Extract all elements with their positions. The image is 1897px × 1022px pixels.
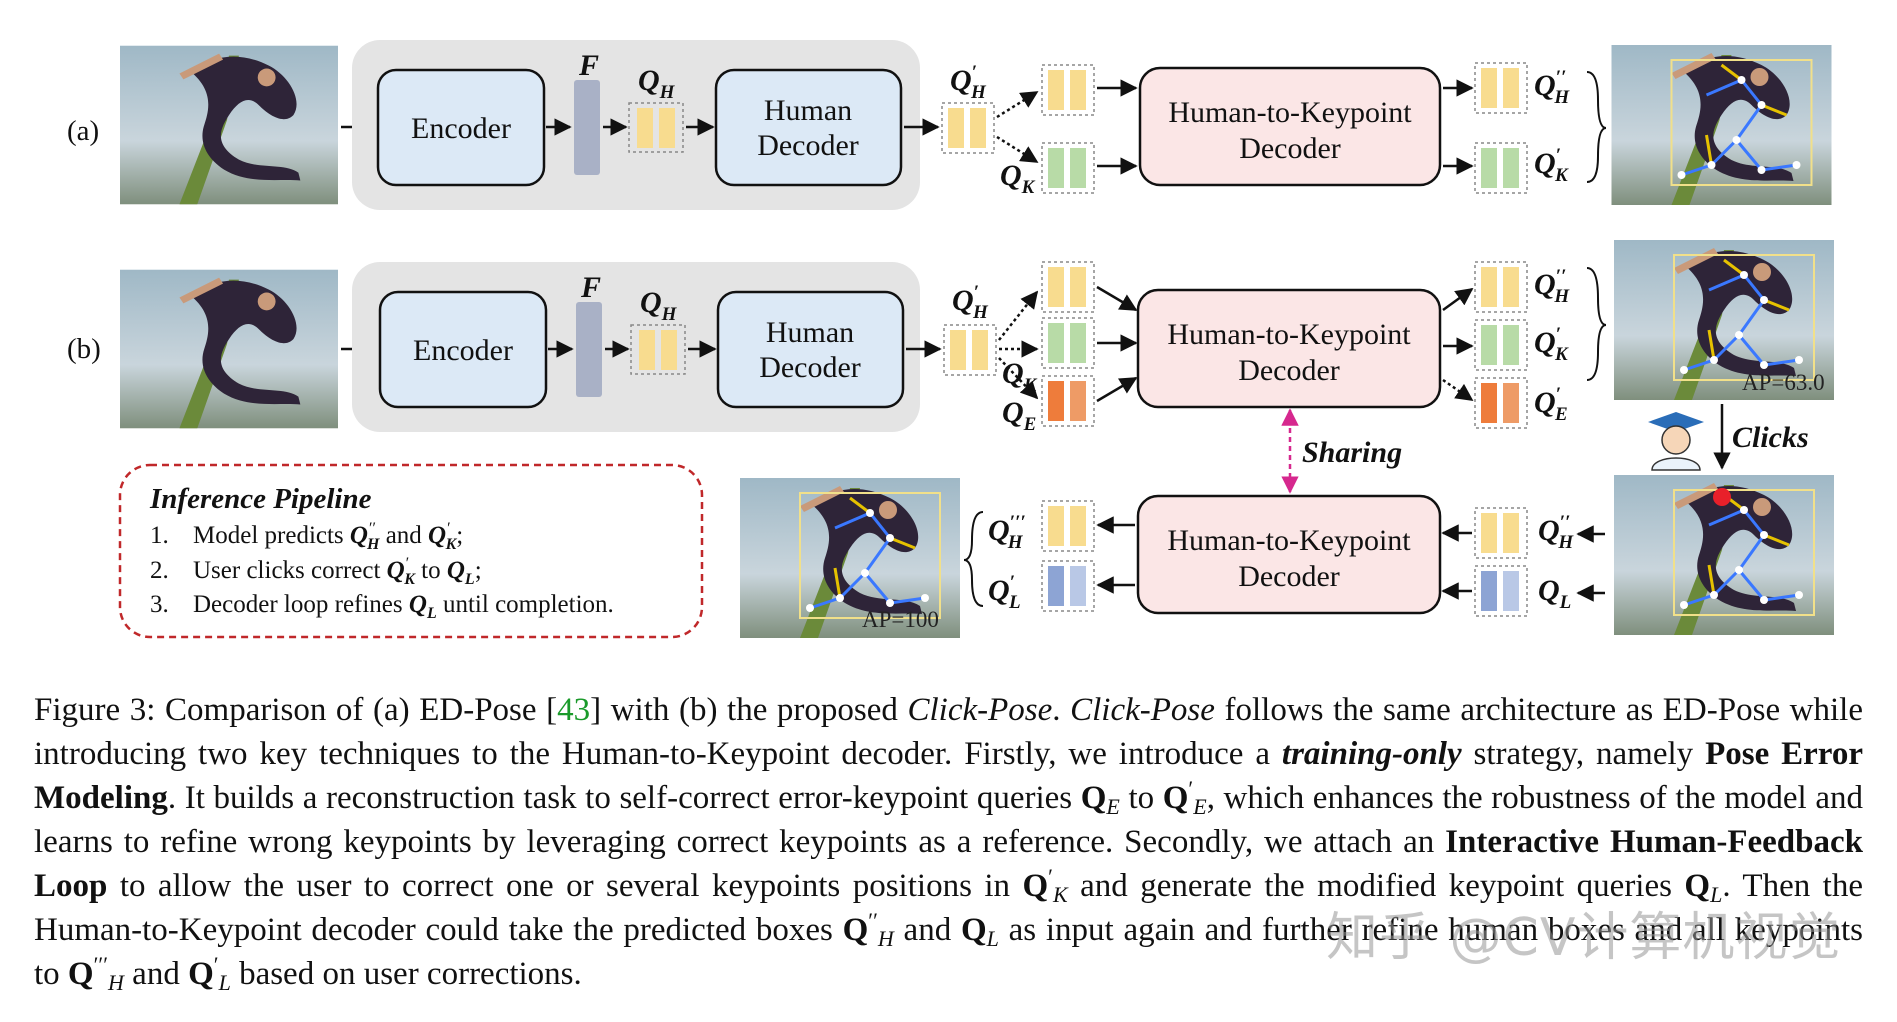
q-h-dprime-label-loop: Q′′H	[1538, 512, 1574, 553]
brace-a	[1586, 71, 1607, 183]
h2k-line1-b: Human-to-Keypoint	[1167, 318, 1411, 351]
method-name: Click-Pose	[907, 692, 1053, 728]
output-image-a	[1611, 45, 1832, 205]
human-decoder-block-b	[716, 290, 905, 409]
query-h-branch-b	[1041, 261, 1095, 313]
human-decoder-line1-a: Human	[764, 94, 852, 127]
human-decoder-line1-b: Human	[766, 316, 854, 349]
input-image-b	[120, 269, 338, 429]
query-h-dprime-out-a	[1474, 62, 1528, 114]
h2k-line2-b: Decoder	[1238, 354, 1340, 387]
row-b-label: (b)	[67, 333, 101, 365]
query-h-branch-a	[1041, 64, 1095, 116]
query-e-prime-out-b	[1474, 377, 1528, 429]
query-l-prime-out	[1041, 560, 1095, 612]
h2k-line2-loop: Decoder	[1238, 560, 1340, 593]
h2k-decoder-block-b	[1136, 288, 1442, 409]
query-h-prime-b	[943, 324, 997, 376]
pipeline-step-2: 2.User clicks correct Q′K to QL;	[150, 555, 482, 588]
q-h-label-b: QH	[640, 286, 678, 325]
human-decoder-line2-a: Decoder	[757, 129, 859, 162]
q-h-prime-label-b: Q′H	[952, 282, 989, 323]
training-only-term: training-only	[1281, 736, 1462, 772]
q-k-prime-label-a: Q′K	[1534, 145, 1569, 186]
query-k-branch-b	[1041, 317, 1095, 369]
ap-before-label: AP=63.0	[1742, 370, 1825, 395]
encoder-block-b	[378, 290, 548, 409]
feature-bar-b	[576, 302, 602, 397]
h2k-decoder-block-a	[1138, 66, 1442, 187]
input-image-a	[120, 45, 338, 205]
figure-diagram: (a) Encoder F QH Human Decoder Q′H QK Hu…	[67, 40, 1834, 639]
q-k-prime-label-b: Q′K	[1534, 324, 1569, 365]
brace-loop	[963, 511, 984, 607]
q-l-label-loop: QL	[1538, 574, 1571, 613]
h2k-line2-a: Decoder	[1239, 132, 1341, 165]
inference-pipeline-box	[118, 463, 704, 639]
q-h-tprime-label: Q′′′H	[988, 512, 1026, 553]
row-a-label: (a)	[67, 115, 99, 147]
h2k-line1-a: Human-to-Keypoint	[1168, 96, 1412, 129]
feature-symbol-a: F	[578, 49, 599, 82]
encoder-label-a: Encoder	[411, 112, 511, 145]
query-h-b	[630, 324, 686, 375]
clicks-label: Clicks	[1732, 421, 1809, 454]
q-h-dprime-label-b: Q′′H	[1534, 266, 1570, 307]
q-e-prime-label-b: Q′E	[1534, 384, 1568, 425]
q-k-label-a: QK	[1000, 159, 1036, 198]
pose-error-modeling-term: Pose Error Modeling	[34, 736, 1863, 816]
sharing-label: Sharing	[1302, 436, 1402, 469]
feature-symbol-b: F	[580, 271, 601, 304]
q-h-dprime-label-a: Q′′H	[1534, 67, 1570, 108]
query-h-prime-a	[941, 102, 995, 154]
query-h-a	[628, 102, 684, 153]
watermark: 知乎 @CV计算机视觉	[1326, 908, 1842, 968]
h2k-decoder-block-loop	[1136, 494, 1442, 615]
pipeline-step-1: 1.Model predicts Q′′H and Q′K;	[150, 520, 463, 553]
q-h-label-a: QH	[638, 64, 676, 103]
encoder-block-a	[376, 68, 546, 187]
feature-bar-a	[574, 80, 600, 175]
query-h-tprime-out	[1041, 500, 1095, 552]
query-e-branch-b	[1041, 375, 1095, 427]
encoder-label-b: Encoder	[413, 334, 513, 367]
citation-link[interactable]: 43	[557, 692, 591, 728]
query-k-branch-a	[1041, 142, 1095, 194]
figure-label: Figure 3:	[34, 692, 156, 728]
h2k-line1-loop: Human-to-Keypoint	[1167, 524, 1411, 557]
human-decoder-block-a	[714, 68, 903, 187]
q-e-label-b: QE	[1002, 396, 1036, 435]
feedback-loop-term: Interactive Human-Feedback Loop	[34, 824, 1863, 904]
query-k-prime-out-b	[1474, 319, 1528, 371]
q-l-prime-label: Q′L	[988, 572, 1021, 613]
pipeline-title: Inference Pipeline	[149, 483, 372, 515]
query-h-dprime-out-b	[1474, 261, 1528, 313]
pipeline-step-3: 3.Decoder loop refines QL until completi…	[150, 591, 614, 622]
method-name: Click-Pose	[1070, 692, 1215, 728]
query-l-loop	[1474, 565, 1528, 617]
user-avatar-icon	[1648, 412, 1704, 471]
brace-b	[1586, 267, 1607, 381]
figure-caption: Figure 3: Comparison of (a) ED-Pose [43]…	[34, 692, 1864, 995]
clicked-image	[1614, 475, 1834, 635]
human-decoder-line2-b: Decoder	[759, 351, 861, 384]
q-h-prime-label-a: Q′H	[950, 62, 987, 103]
query-k-prime-out-a	[1474, 142, 1528, 194]
query-h-dprime-loop	[1474, 507, 1528, 559]
ap-after-label: AP=100	[862, 607, 939, 632]
q-k-label-b: QK	[1002, 357, 1038, 396]
